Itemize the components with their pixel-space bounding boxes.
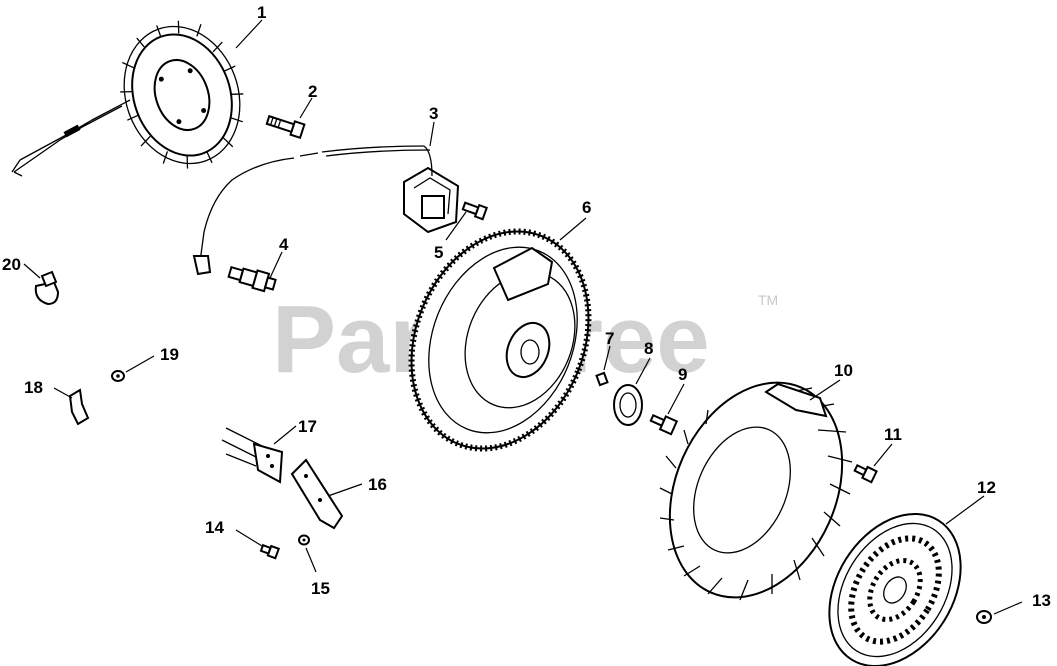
screen-part[interactable] xyxy=(802,490,987,666)
clamp-part[interactable] xyxy=(34,270,60,306)
flywheel-screw-part[interactable] xyxy=(649,412,679,436)
fan-screw-part[interactable] xyxy=(853,463,878,484)
watermark-trademark: TM xyxy=(758,292,778,308)
fan-part[interactable] xyxy=(637,355,874,625)
plate-part[interactable] xyxy=(290,458,344,530)
callout-15: 15 xyxy=(311,579,330,598)
callout-12: 12 xyxy=(977,478,996,497)
small-nut-part[interactable] xyxy=(298,534,310,546)
callout-5: 5 xyxy=(434,243,443,262)
callout-18: 18 xyxy=(24,378,43,397)
callout-2: 2 xyxy=(308,82,317,101)
callout-19: 19 xyxy=(160,345,179,364)
terminal-part[interactable] xyxy=(221,427,284,484)
callout-17: 17 xyxy=(298,417,317,436)
callout-13: 13 xyxy=(1032,591,1051,610)
leader-lines xyxy=(23,19,1023,615)
callout-6: 6 xyxy=(582,198,591,217)
callout-3: 3 xyxy=(429,104,438,123)
key-part[interactable] xyxy=(595,371,609,387)
callout-7: 7 xyxy=(605,329,614,348)
nut-part[interactable] xyxy=(111,370,125,382)
screen-nut-part[interactable] xyxy=(976,610,992,624)
bracket-part[interactable] xyxy=(68,388,90,426)
flywheel-part[interactable] xyxy=(380,205,620,476)
screw-part[interactable] xyxy=(461,200,489,221)
callout-10: 10 xyxy=(834,361,853,380)
bolt-part[interactable] xyxy=(265,113,306,140)
callout-20: 20 xyxy=(2,255,21,274)
callout-1: 1 xyxy=(257,3,266,22)
callout-14: 14 xyxy=(205,518,224,537)
small-screw-part[interactable] xyxy=(259,543,281,560)
washer-part[interactable] xyxy=(613,384,643,426)
callout-16: 16 xyxy=(368,475,387,494)
spark-plug-part[interactable] xyxy=(227,263,277,293)
callout-8: 8 xyxy=(644,339,653,358)
stator-part[interactable] xyxy=(11,5,264,185)
callout-9: 9 xyxy=(678,365,687,384)
callout-labels: 1 2 3 4 5 6 7 8 9 10 11 12 13 14 15 16 1… xyxy=(2,3,1051,610)
callout-4: 4 xyxy=(279,235,289,254)
ignition-module-part[interactable] xyxy=(192,145,460,276)
callout-11: 11 xyxy=(884,425,902,444)
